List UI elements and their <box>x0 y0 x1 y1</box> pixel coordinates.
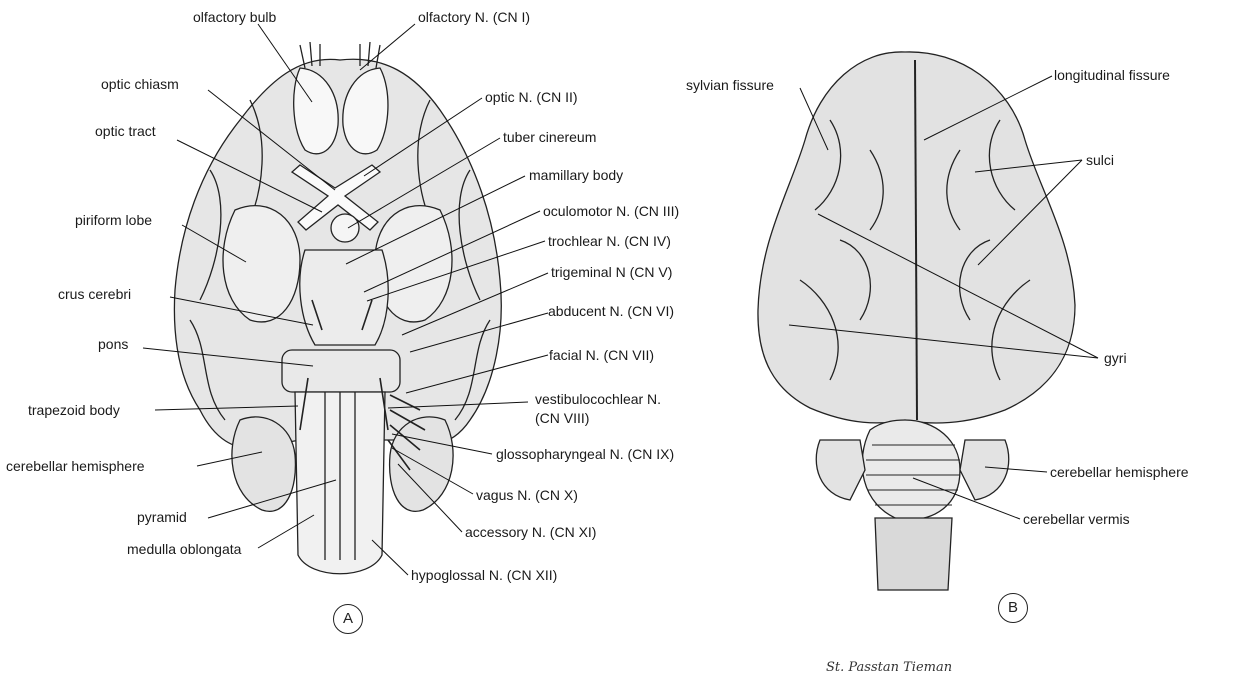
panel-b-illustration <box>758 52 1075 590</box>
cerebellar-hemisphere-left-b <box>816 440 865 500</box>
label-olfactory-bulb: olfactory bulb <box>193 9 276 25</box>
label-gyri: gyri <box>1104 350 1127 366</box>
label-abducent-nerve: abducent N. (CN VI) <box>548 303 674 319</box>
panel-b-tag: B <box>998 593 1028 623</box>
label-trigeminal-nerve: trigeminal N (CN V) <box>551 264 672 280</box>
crus-cerebri <box>300 250 388 345</box>
label-sulci: sulci <box>1086 152 1114 168</box>
label-facial-nerve: facial N. (CN VII) <box>549 347 654 363</box>
label-optic-nerve: optic N. (CN II) <box>485 89 578 105</box>
label-medulla-oblongata: medulla oblongata <box>127 541 241 557</box>
label-sylvian-fissure: sylvian fissure <box>686 77 774 93</box>
piriform-lobe-left <box>223 206 300 322</box>
cerebellar-hemisphere-left-a <box>232 417 296 511</box>
label-pyramid: pyramid <box>137 509 187 525</box>
label-vestibulocochlear-cn: (CN VIII) <box>535 410 589 426</box>
label-optic-chiasm: optic chiasm <box>101 76 179 92</box>
label-piriform-lobe: piriform lobe <box>75 212 152 228</box>
tuber-cinereum <box>331 214 359 242</box>
label-olfactory-nerve: olfactory N. (CN I) <box>418 9 530 25</box>
label-vagus-nerve: vagus N. (CN X) <box>476 487 578 503</box>
label-cerebellar-hemisphere-a: cerebellar hemisphere <box>6 458 145 474</box>
label-optic-tract: optic tract <box>95 123 156 139</box>
label-cerebellar-hemisphere-b: cerebellar hemisphere <box>1050 464 1189 480</box>
label-vestibulocochlear-nerve: vestibulocochlear N. <box>535 391 661 407</box>
artist-signature: St. Passtan Tieman <box>826 660 952 675</box>
brain-stem-dorsal <box>875 518 952 590</box>
label-glossopharyngeal-nerve: glossopharyngeal N. (CN IX) <box>496 446 674 462</box>
label-longitudinal-fissure: longitudinal fissure <box>1054 67 1170 83</box>
label-crus-cerebri: crus cerebri <box>58 286 131 302</box>
label-pons: pons <box>98 336 128 352</box>
label-tuber-cinereum: tuber cinereum <box>503 129 596 145</box>
label-accessory-nerve: accessory N. (CN XI) <box>465 524 596 540</box>
label-cerebellar-vermis: cerebellar vermis <box>1023 511 1130 527</box>
label-oculomotor-nerve: oculomotor N. (CN III) <box>543 203 679 219</box>
label-mamillary-body: mamillary body <box>529 167 623 183</box>
cerebellar-hemisphere-right-b <box>960 440 1009 500</box>
pons <box>282 350 400 392</box>
label-trapezoid-body: trapezoid body <box>28 402 120 418</box>
label-trochlear-nerve: trochlear N. (CN IV) <box>548 233 671 249</box>
panel-a-tag: A <box>333 604 363 634</box>
label-hypoglossal-nerve: hypoglossal N. (CN XII) <box>411 567 557 583</box>
